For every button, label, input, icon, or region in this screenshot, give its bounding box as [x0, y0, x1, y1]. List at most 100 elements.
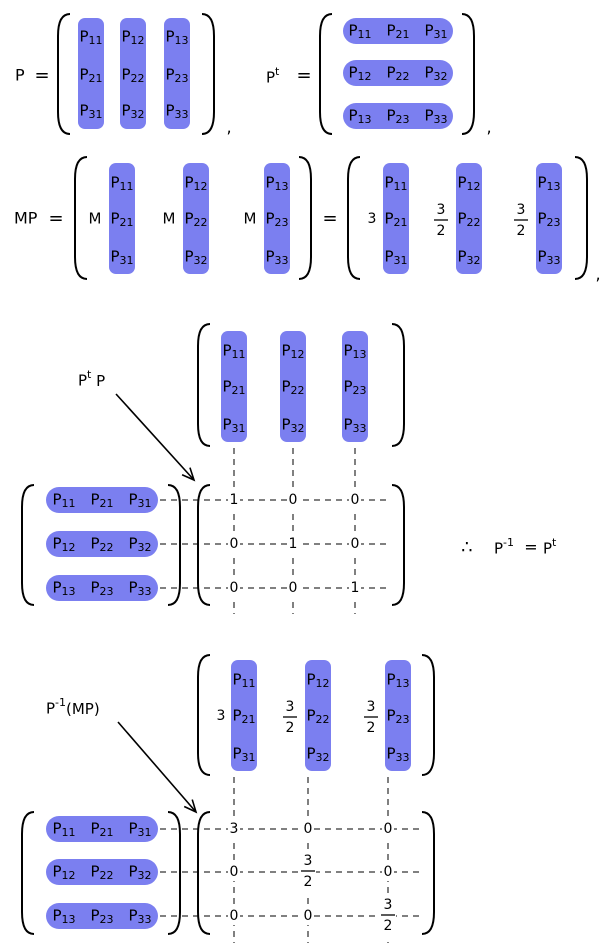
result-diag-entry-33-denominator: 2: [384, 918, 393, 934]
top-p-col-1-highlight: [221, 331, 247, 442]
cell-bg: [228, 820, 240, 838]
result-diag-left-paren: [197, 811, 211, 935]
pinv-mp-arrow-head: [183, 799, 198, 814]
mp-right-paren: [298, 156, 312, 280]
equals-sign: =: [48, 208, 63, 229]
result-diag-entry-33-numerator: 3: [384, 897, 393, 913]
pt-matrix-row-2-highlight: [343, 60, 453, 86]
top-p-left-paren: [197, 323, 211, 447]
pt-left-paren: [319, 13, 333, 135]
top-p-col-2-highlight: [280, 331, 306, 442]
cell-bg: [349, 535, 361, 553]
identity-left-paren: [197, 484, 211, 606]
pinv-mp-label: P-1(MP): [46, 696, 100, 718]
mp-label: MP: [14, 209, 38, 228]
identity-entry-22: 1: [289, 536, 298, 552]
left-pt2-left-paren: [21, 811, 35, 935]
result-coef-frac-3-denominator: 2: [517, 223, 526, 239]
top-p-col-3-highlight: [342, 331, 368, 442]
p-matrix-col-2-highlight: [120, 18, 146, 129]
identity-entry-13: 0: [351, 492, 360, 508]
ptp-arrow: [115, 393, 195, 481]
cell-bg: [349, 579, 361, 597]
result-col-1-highlight: [383, 163, 409, 274]
p-right-paren: [201, 13, 215, 135]
cell-bg: [287, 535, 299, 553]
pt-right-paren: [461, 13, 475, 135]
top-mp-right-paren: [421, 654, 435, 776]
result-col-3-highlight: [536, 163, 562, 274]
cell-bg: [228, 535, 240, 553]
p-inverse-label: P-1: [494, 536, 514, 558]
pinv-mp-arrow: [117, 721, 197, 813]
mp-coef-m-1: M: [89, 210, 102, 228]
result-left-paren: [347, 156, 361, 280]
therefore-symbol: ∴: [461, 537, 472, 558]
left-pt-left-paren: [21, 484, 35, 606]
result-diag-entry-11: 3: [230, 821, 239, 837]
result-coef-frac-2-numerator: 3: [437, 202, 446, 218]
cell-bg: [228, 579, 240, 597]
pt-matrix-row-3-highlight: [343, 103, 453, 129]
pt-label: Pt: [266, 65, 280, 87]
comma: ,: [226, 118, 231, 137]
result-diag-entry-31: 0: [230, 908, 239, 924]
pt-matrix-entry-13: P31: [424, 22, 447, 42]
left-pt-row-1-highlight: [46, 487, 158, 513]
identity-entry-21: 0: [230, 536, 239, 552]
result-diag-right-paren: [421, 811, 435, 935]
mp-left-paren: [74, 156, 88, 280]
result-coef-frac-3-numerator: 3: [517, 202, 526, 218]
equals-sign: =: [322, 208, 337, 229]
result-col-2-highlight: [456, 163, 482, 274]
cell-bg: [228, 907, 240, 925]
pt-matrix-entry-33: P33: [424, 107, 447, 127]
cell-bg: [382, 863, 394, 881]
p-label: P: [15, 66, 25, 85]
identity-entry-33: 1: [351, 580, 360, 596]
cell-bg: [302, 820, 314, 838]
left-pt-right-paren: [167, 484, 181, 606]
left-pt-row-3-highlight: [46, 575, 158, 601]
top-mp-left-paren: [197, 654, 211, 776]
cell-bg: [287, 491, 299, 509]
left-pt2-row-2-highlight: [46, 859, 158, 885]
top-mp-coef-frac-3-denominator: 2: [367, 720, 376, 736]
top-mp-coef-3: 3: [217, 708, 226, 724]
top-mp-col-1-highlight: [231, 660, 257, 771]
top-mp-coef-frac-2-denominator: 2: [286, 720, 295, 736]
top-mp-coef-frac-2-numerator: 3: [286, 699, 295, 715]
cell-bg: [380, 895, 396, 937]
mp-coef-m-3: M: [244, 210, 257, 228]
left-pt2-right-paren: [167, 811, 181, 935]
cell-bg: [382, 820, 394, 838]
pt-conclusion-label: Pt: [543, 536, 557, 558]
ptp-label: Pt P: [78, 368, 105, 390]
left-pt-row-2-highlight: [46, 531, 158, 557]
cell-bg: [302, 907, 314, 925]
cell-bg: [300, 851, 316, 893]
mp-col-2-highlight: [183, 163, 209, 274]
result-right-paren: [574, 156, 588, 280]
identity-right-paren: [391, 484, 405, 606]
identity-entry-32: 0: [289, 580, 298, 596]
result-diag-entry-12: 0: [304, 821, 313, 837]
cell-bg: [349, 491, 361, 509]
result-diag-entry-13: 0: [384, 821, 393, 837]
cell-bg: [228, 863, 240, 881]
result-diag-entry-21: 0: [230, 864, 239, 880]
p-left-paren: [57, 13, 71, 135]
top-mp-col-2-highlight: [305, 660, 331, 771]
pt-matrix-row-1-highlight: [343, 18, 453, 44]
result-diag-entry-22-denominator: 2: [304, 874, 313, 890]
mp-col-3-highlight: [264, 163, 290, 274]
left-pt2-row-1-highlight: [46, 816, 158, 842]
identity-entry-11: 1: [230, 492, 239, 508]
equals-sign: =: [524, 538, 537, 557]
p-matrix-col-1-highlight: [78, 18, 104, 129]
mp-coef-m-2: M: [163, 210, 176, 228]
result-coef-frac-2-denominator: 2: [437, 223, 446, 239]
result-diag-entry-22-numerator: 3: [304, 853, 313, 869]
top-p-right-paren: [391, 323, 405, 447]
